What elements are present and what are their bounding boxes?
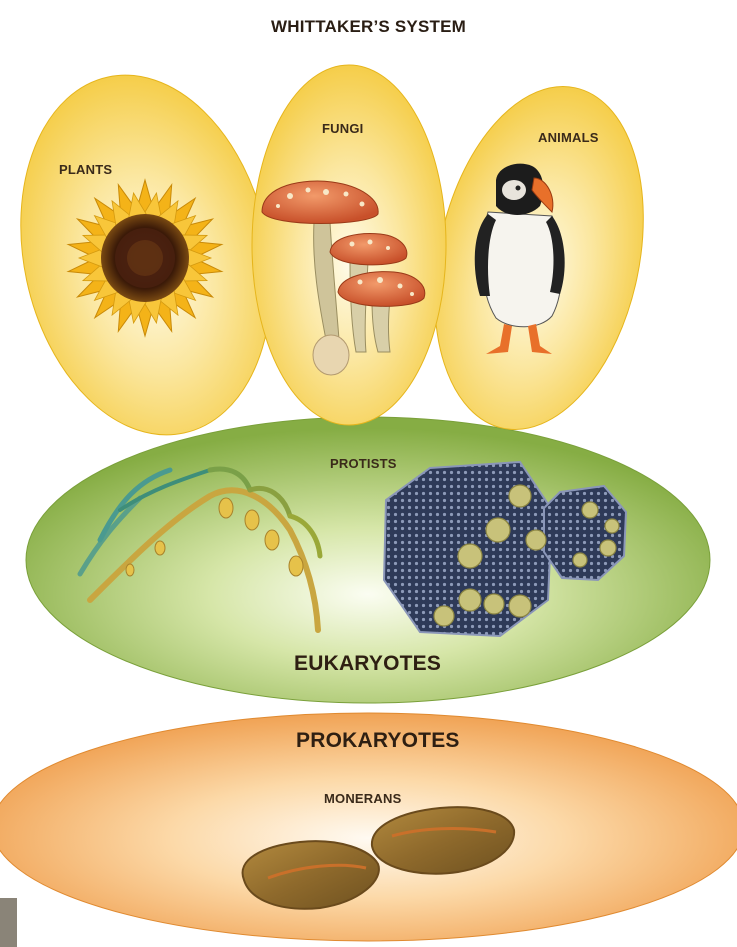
diagram-title: WHITTAKER’S SYSTEM [0, 17, 737, 37]
label-monerans: MONERANS [324, 791, 401, 806]
label-protists: PROTISTS [330, 456, 397, 471]
label-prokaryotes: PROKARYOTES [296, 729, 460, 753]
label-plants: PLANTS [59, 162, 112, 177]
label-eukaryotes: EUKARYOTES [294, 652, 441, 676]
edge-fragment [0, 898, 17, 947]
label-fungi: FUNGI [322, 121, 363, 136]
label-animals: ANIMALS [538, 130, 599, 145]
